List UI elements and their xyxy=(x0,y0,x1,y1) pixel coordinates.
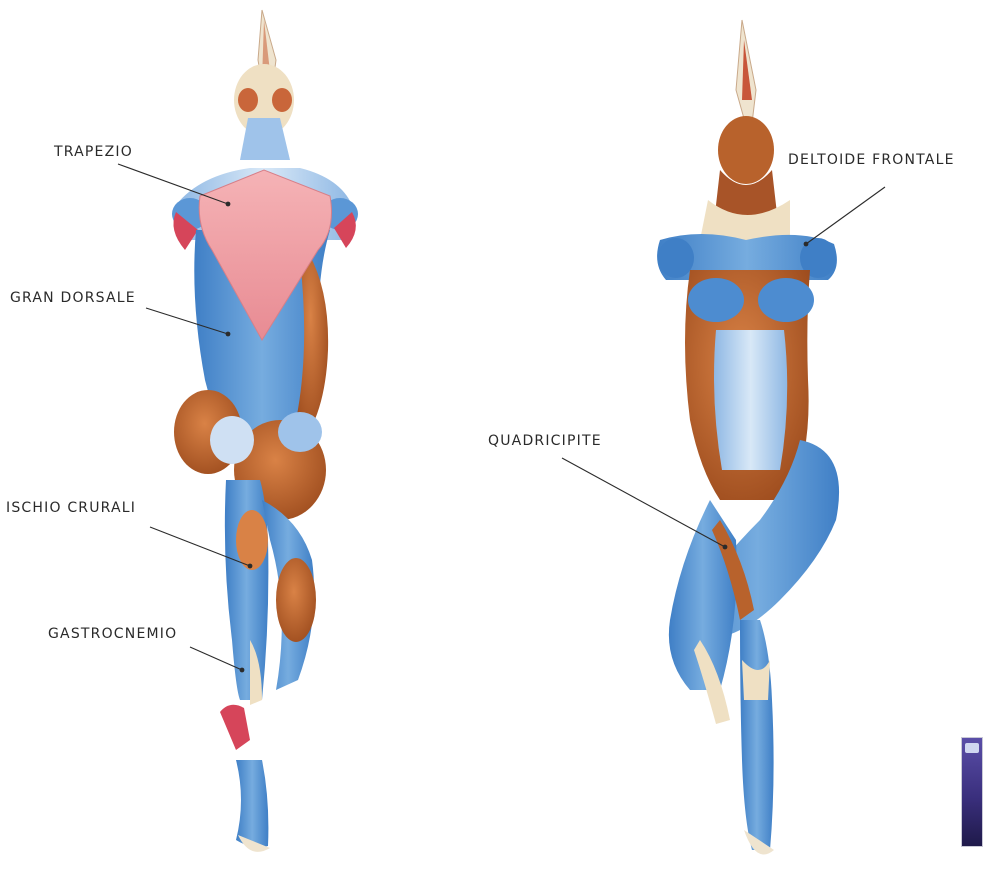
label-quadricipite: QUADRICIPITE xyxy=(488,433,602,449)
leader-deltoide-frontale xyxy=(806,187,885,244)
leader-dot-quadricipite xyxy=(723,545,728,550)
leader-dot-ischio-crurali xyxy=(248,564,253,569)
leader-dot-gran-dorsale xyxy=(226,332,231,337)
thumbnail-detail xyxy=(965,743,979,753)
figure-back-view xyxy=(172,10,358,852)
leader-dot-deltoide-frontale xyxy=(804,242,809,247)
leader-quadricipite xyxy=(562,458,725,547)
label-trapezio: TRAPEZIO xyxy=(54,144,133,160)
figure-front-view xyxy=(657,20,839,855)
label-gastrocnemio: GASTROCNEMIO xyxy=(48,626,177,642)
leader-dot-gastrocnemio xyxy=(240,668,245,673)
label-deltoide-frontale: DELTOIDE FRONTALE xyxy=(788,152,955,168)
label-gran-dorsale: GRAN DORSALE xyxy=(10,290,136,306)
label-ischio-crurali: ISCHIO CRURALI xyxy=(6,500,136,516)
thumbnail-image xyxy=(961,737,983,847)
leader-dot-trapezio xyxy=(226,202,231,207)
